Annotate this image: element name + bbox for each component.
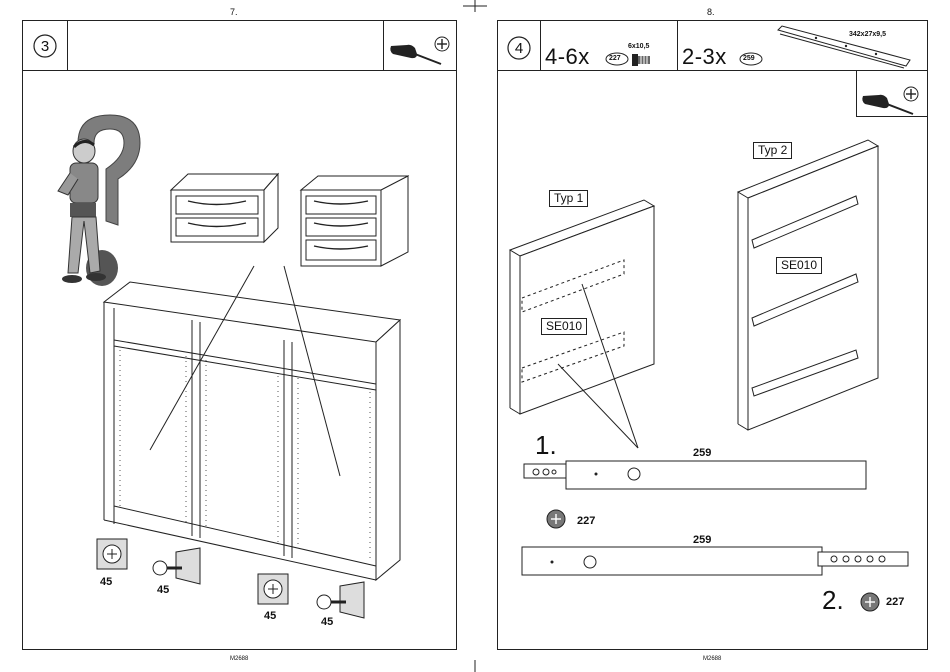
part-227-number: 227 xyxy=(609,55,621,62)
screw-icon xyxy=(542,505,572,535)
step-2-label: 2. xyxy=(822,585,844,616)
part-259-number: 259 xyxy=(743,55,755,62)
right-part-divider xyxy=(677,20,678,71)
mascot-question-figure xyxy=(48,113,158,293)
fixing-detail-3 xyxy=(256,570,296,610)
screw-icon xyxy=(632,52,654,68)
left-step-divider xyxy=(67,20,68,71)
rail-detail-1 xyxy=(516,458,876,498)
fixing-label-2: 45 xyxy=(157,584,169,596)
rail-detail-2 xyxy=(518,544,918,584)
wardrobe-carcass xyxy=(100,280,420,580)
left-footer-code: M2688 xyxy=(230,656,248,662)
step-number: 3 xyxy=(30,31,60,61)
fixing-detail-2 xyxy=(150,548,210,588)
screw-icon xyxy=(856,588,886,618)
drawer-unit-2-drawers xyxy=(166,172,286,252)
left-tool-divider xyxy=(383,20,384,71)
rail-code-label-1: SE010 xyxy=(541,318,587,335)
screwdriver-icon xyxy=(859,80,929,120)
drawer-rail-icon xyxy=(776,24,916,74)
drawer-unit-3-drawers xyxy=(296,174,416,274)
step-1-label: 1. xyxy=(535,430,557,461)
rail-code-label-2: SE010 xyxy=(776,257,822,274)
panel-type2-label: Typ 2 xyxy=(753,142,792,159)
part-227-size: 6x10,5 xyxy=(628,43,649,50)
fixing-label-4: 45 xyxy=(321,616,333,628)
screw-227-label-2: 227 xyxy=(886,596,904,608)
screw-227-label-1: 227 xyxy=(577,515,595,527)
side-panel-typ1 xyxy=(508,198,658,418)
part-227-quantity: 4-6x xyxy=(545,44,590,70)
right-step-divider xyxy=(540,20,541,71)
side-panel-typ2 xyxy=(736,138,886,438)
right-footer-code: M2688 xyxy=(703,656,721,662)
fixing-detail-1 xyxy=(95,535,135,575)
screwdriver-icon xyxy=(387,30,457,70)
panel-type1-label: Typ 1 xyxy=(549,190,588,207)
fixing-label-1: 45 xyxy=(100,576,112,588)
right-page-number: 8. xyxy=(707,7,715,17)
fixing-label-3: 45 xyxy=(264,610,276,622)
part-259-quantity: 2-3x xyxy=(682,44,727,70)
step-number: 4 xyxy=(504,33,534,63)
